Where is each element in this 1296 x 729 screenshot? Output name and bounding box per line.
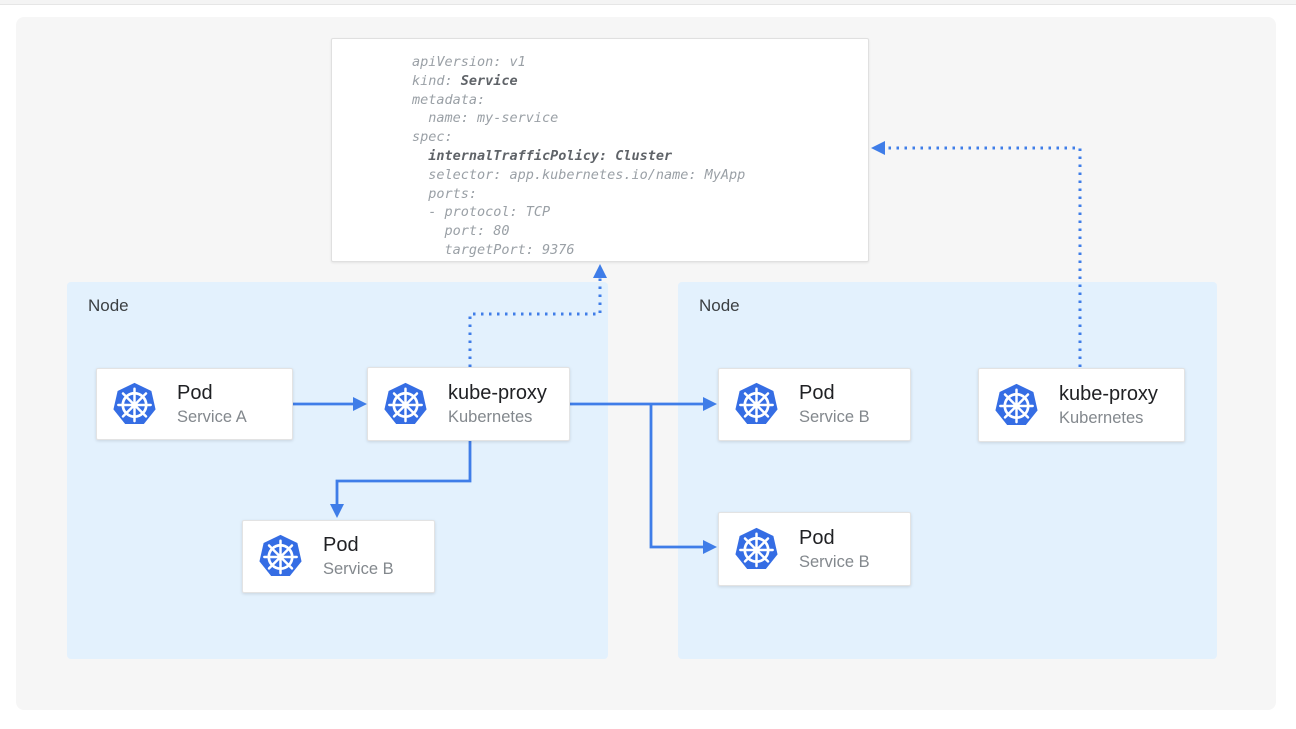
yaml-line: spec: xyxy=(412,129,453,146)
kubernetes-icon xyxy=(259,534,302,576)
card-subtitle: Service B xyxy=(799,408,870,426)
pod-service-b-right-bottom-card: Pod Service B xyxy=(718,512,911,586)
card-title: kube-proxy xyxy=(448,381,547,404)
node-box-right: Node xyxy=(678,282,1217,659)
node-label: Node xyxy=(88,296,129,315)
yaml-line: name: my-service xyxy=(412,110,559,127)
kubernetes-icon xyxy=(113,382,156,424)
top-divider xyxy=(0,0,1296,5)
card-subtitle: Service B xyxy=(323,560,394,578)
yaml-line: port: 80 xyxy=(412,223,510,240)
service-yaml-card: apiVersion: v1 kind: Service metadata: n… xyxy=(331,38,869,262)
yaml-line: selector: app.kubernetes.io/name: MyApp xyxy=(412,166,746,183)
yaml-line: metadata: xyxy=(412,91,486,108)
pod-service-b-left-card: Pod Service B xyxy=(242,520,435,593)
yaml-line: ports: xyxy=(412,185,478,202)
kubernetes-icon xyxy=(995,383,1038,425)
kubernetes-icon xyxy=(735,382,778,424)
node-label: Node xyxy=(699,296,740,315)
yaml-line: internalTrafficPolicy: Cluster xyxy=(428,147,673,164)
card-subtitle: Service B xyxy=(799,552,870,571)
kube-proxy-left-card: kube-proxy Kubernetes xyxy=(367,367,570,441)
yaml-line: apiVersion: v1 xyxy=(412,54,526,70)
kube-proxy-right-card: kube-proxy Kubernetes xyxy=(978,368,1185,442)
card-title: Pod xyxy=(799,382,835,404)
card-title: kube-proxy xyxy=(1059,382,1158,405)
kubernetes-icon xyxy=(384,382,427,424)
pod-service-a-card: Pod Service A xyxy=(96,368,293,440)
yaml-line: targetPort: 9376 xyxy=(412,241,575,258)
kubernetes-icon xyxy=(735,527,778,569)
yaml-line: kind: Service xyxy=(412,72,518,89)
card-subtitle: Kubernetes xyxy=(1059,408,1144,427)
card-title: Pod xyxy=(323,534,359,556)
card-title: Pod xyxy=(799,526,835,549)
card-title: Pod xyxy=(177,381,213,404)
yaml-line: - protocol: TCP xyxy=(412,204,551,221)
card-subtitle: Service A xyxy=(177,407,247,426)
node-box-left: Node xyxy=(67,282,608,659)
pod-service-b-right-top-card: Pod Service B xyxy=(718,368,911,441)
card-subtitle: Kubernetes xyxy=(448,407,533,426)
